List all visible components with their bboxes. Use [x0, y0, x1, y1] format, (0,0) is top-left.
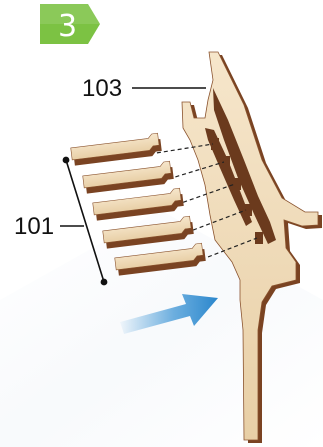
slat: [82, 161, 174, 194]
callout-label-101: 101: [14, 213, 54, 240]
frame-slot: [244, 204, 252, 216]
callout-label-103: 103: [82, 75, 122, 102]
frame-slot: [233, 178, 241, 190]
slat: [70, 133, 162, 166]
frame-slot: [211, 138, 219, 150]
step-number: 3: [58, 9, 77, 44]
step-badge: 3: [40, 4, 100, 44]
